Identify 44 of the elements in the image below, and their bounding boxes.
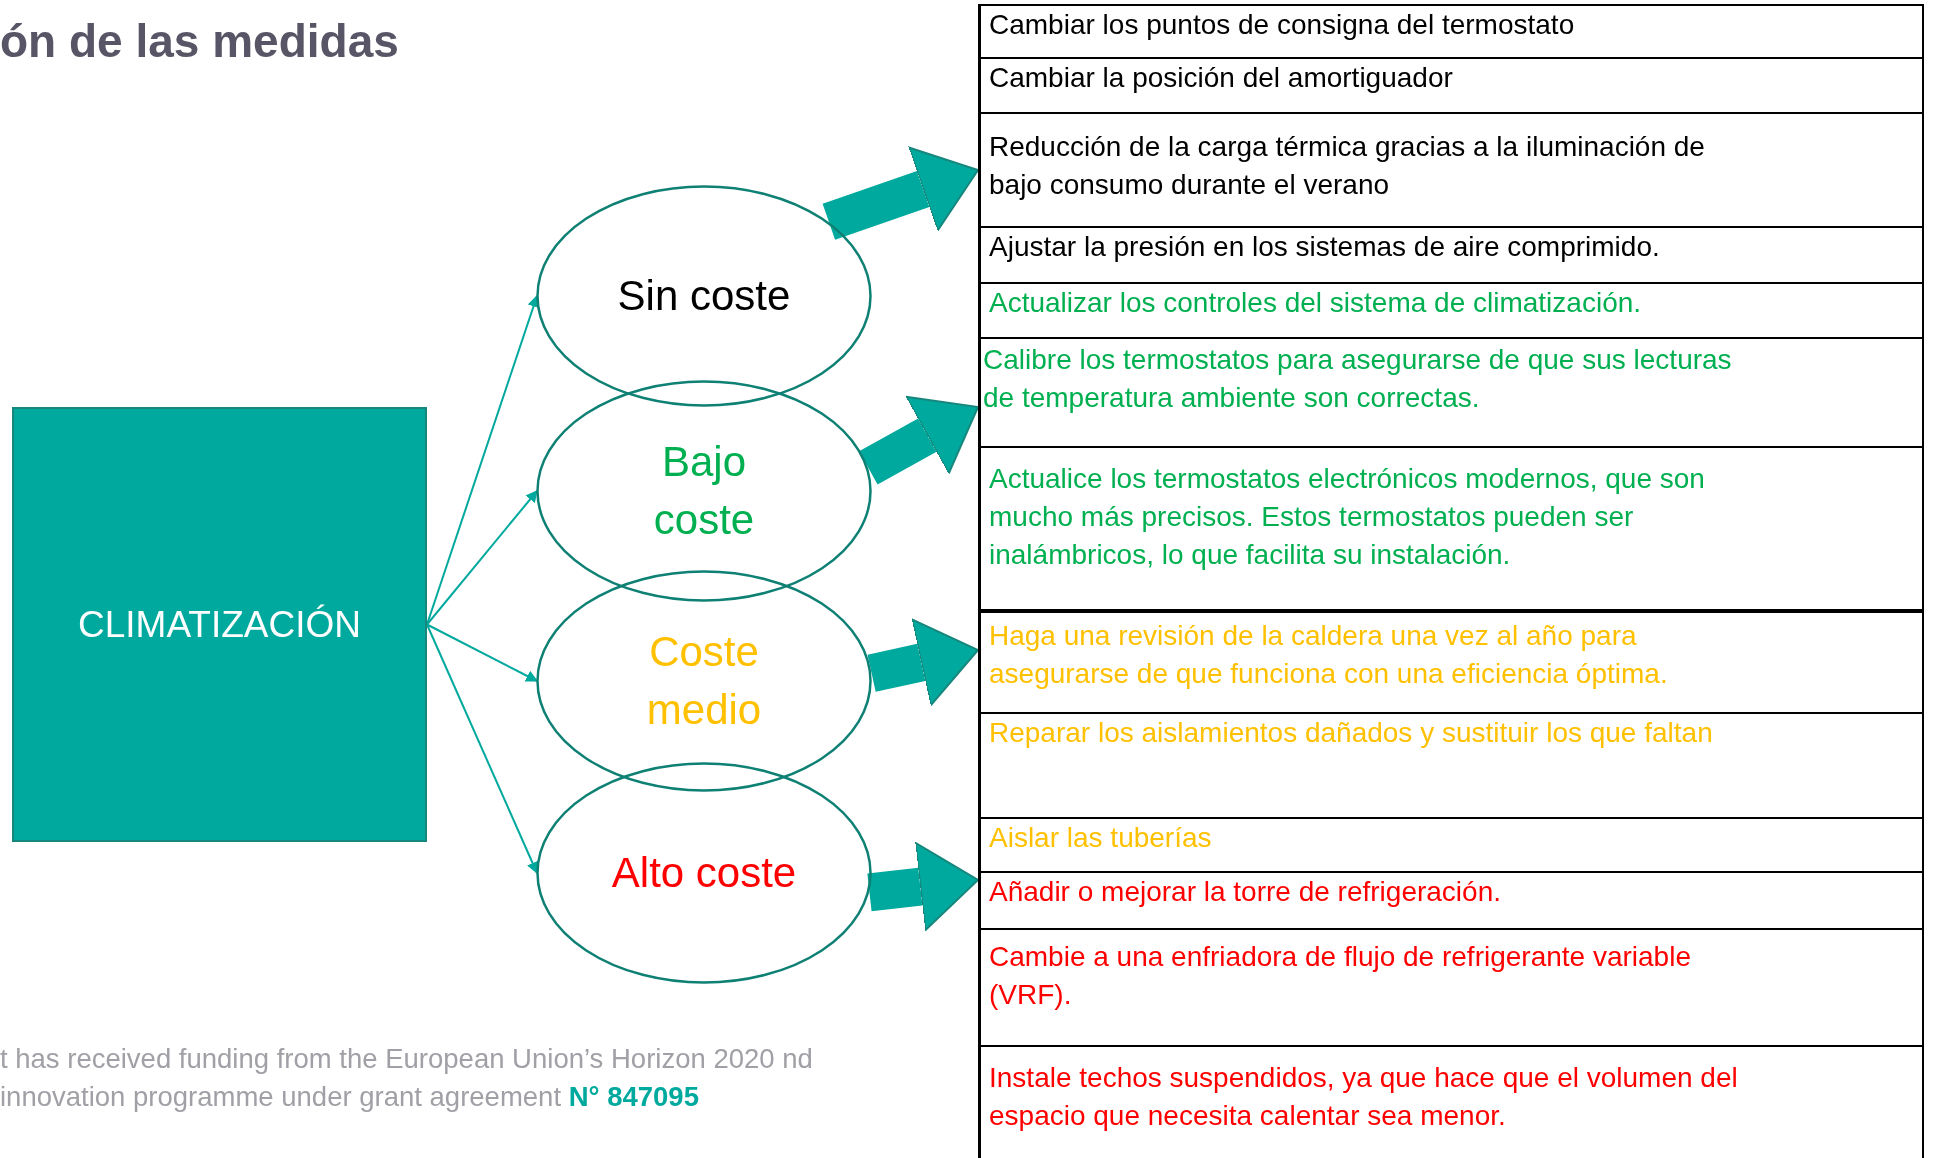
measure-row (978, 226, 1924, 282)
measure-text: Ajustar la presión en los sistemas de aire comprimido. (989, 230, 1660, 264)
measure-text: Reparar los aislamientos dañados y sustituir los que faltan (989, 716, 1713, 750)
measure-row (978, 446, 1924, 609)
measure-text: Cambie a una enfriadora de flujo de refrigerante variable (VRF). (989, 940, 1692, 1012)
block-arrow (867, 841, 979, 932)
measure-text: Cambiar la posición del amortiguador (989, 61, 1453, 95)
block-arrow (867, 618, 979, 707)
measure-text: Añadir o mejorar la torre de refrigeración. (989, 875, 1501, 909)
measure-row (978, 282, 1924, 337)
block-arrow (822, 146, 979, 240)
funding-note: t has received funding from the European Union’s Horizon 2020 nd innovation programme under grant agreement N° 847095 (0, 1042, 814, 1114)
measure-row (978, 1045, 1924, 1158)
measure-text: Aislar las tuberías (989, 821, 1212, 855)
measure-row (978, 112, 1924, 226)
cost-label: Bajo coste (652, 437, 756, 545)
cost-ellipse (536, 762, 872, 984)
measure-row (978, 337, 1924, 446)
slide-title: ón de las medidas (0, 14, 399, 68)
block-arrow (859, 395, 979, 485)
measure-row (978, 609, 1924, 712)
measure-row (978, 712, 1924, 817)
cost-ellipse (536, 380, 872, 602)
arrow (426, 623, 539, 682)
cost-label: Alto coste (610, 848, 798, 898)
measure-text: Calibre los termostatos para asegurarse de que sus lecturas de temperatura ambiente son correctas. (983, 343, 1733, 415)
category-box (12, 407, 427, 842)
cost-ellipse (536, 570, 872, 792)
category-label: CLIMATIZACIÓN (78, 603, 361, 646)
measure-text: Cambiar los puntos de consigna del termostato (989, 8, 1575, 42)
measure-text: Actualice los termostatos electrónicos modernos, que son mucho más precisos. Estos termostatos pueden ser inalámbricos, lo que facilita su instalación. (989, 462, 1706, 572)
measure-row (978, 871, 1924, 928)
measure-row (978, 4, 1924, 57)
measure-text: Instale techos suspendidos, ya que hace que el volumen del espacio que necesita calentar sea menor. (989, 1061, 1739, 1133)
measure-text: Reducción de la carga térmica gracias a la iluminación de bajo consumo durante el verano (989, 130, 1706, 202)
measure-text: Actualizar los controles del sistema de climatización. (989, 286, 1642, 320)
cost-label: Sin coste (616, 271, 792, 321)
measure-row (978, 928, 1924, 1045)
cost-label: Coste medio (645, 627, 763, 735)
cost-ellipse (536, 185, 872, 407)
measure-row (978, 817, 1924, 871)
measure-row (978, 57, 1924, 112)
arrow (426, 490, 538, 626)
measure-text: Haga una revisión de la caldera una vez al año para asegurarse de que funciona con una eficiencia óptima. (989, 619, 1669, 691)
